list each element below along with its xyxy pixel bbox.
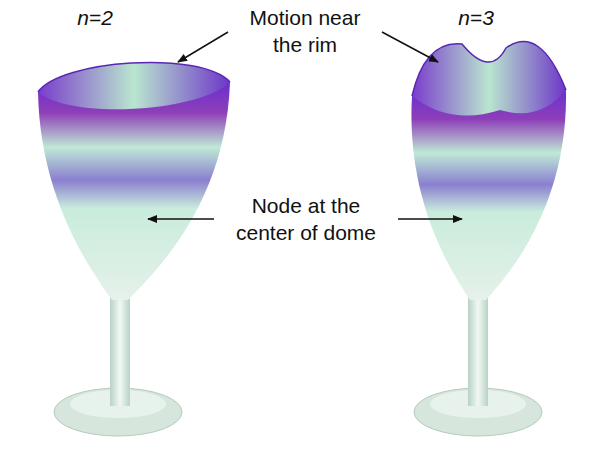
glass-n2 bbox=[38, 62, 230, 436]
callout-text: Node at the center of dome bbox=[220, 192, 392, 246]
mode-label: n=3 bbox=[436, 4, 516, 31]
mode-label: n=2 bbox=[55, 4, 135, 31]
leader-arrow bbox=[178, 32, 228, 62]
glass-n3 bbox=[411, 42, 566, 436]
leader-arrow bbox=[148, 218, 214, 220]
leader-arrow bbox=[382, 32, 438, 62]
callout-text: Motion near the rim bbox=[235, 4, 375, 58]
leader-arrow bbox=[398, 218, 462, 220]
